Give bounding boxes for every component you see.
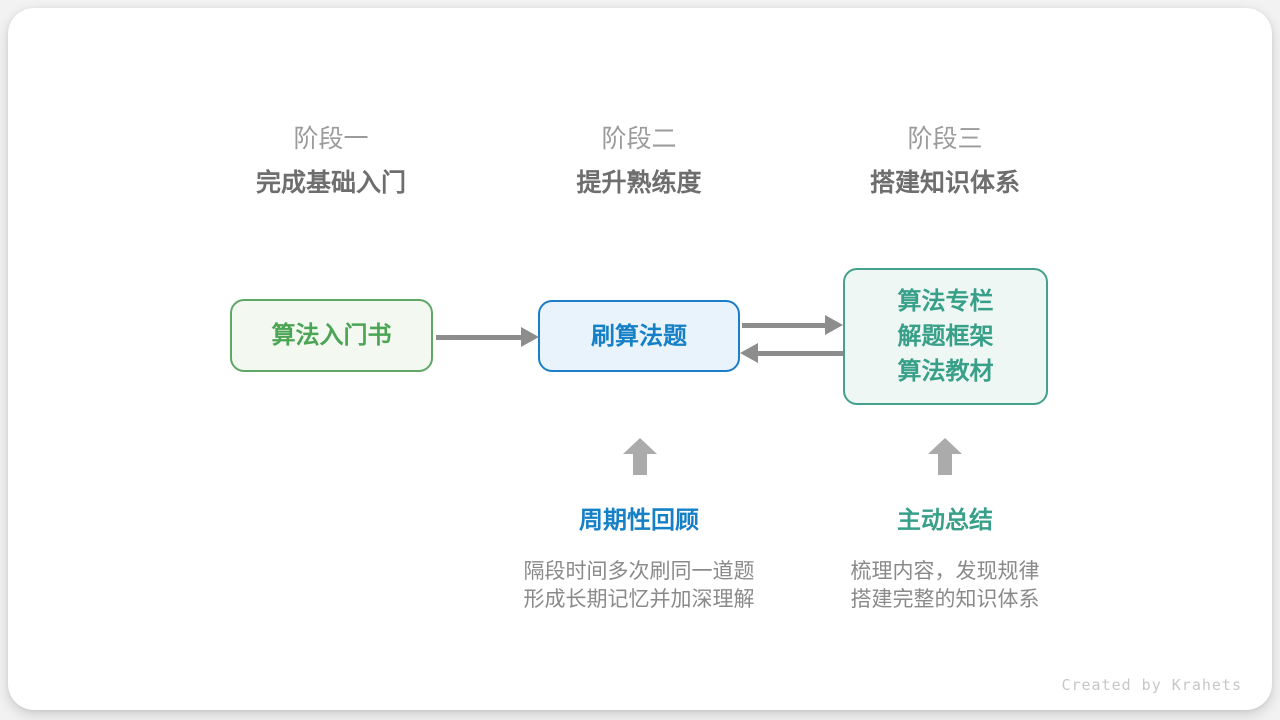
arrow-up-stem (633, 453, 647, 475)
stage-header-3: 阶段三 搭建知识体系 (795, 122, 1095, 200)
annotation-active-summary-title: 主动总结 (897, 507, 993, 534)
stage-1-label: 阶段一 (293, 125, 369, 153)
arrow-node1-to-node2-line (436, 335, 522, 340)
credit-text: Created by Krahets (1061, 676, 1242, 694)
node-practice-problems-label: 刷算法题 (591, 322, 687, 350)
node-intro-book: 算法入门书 (230, 299, 433, 372)
desc-line: 搭建完整的知识体系 (850, 588, 1040, 611)
arrow-right-icon (521, 327, 539, 347)
stage-2-subtitle: 提升熟练度 (576, 169, 702, 197)
arrow-left-icon (740, 343, 758, 363)
arrow-node3-to-node2-line (756, 351, 843, 356)
desc-line: 隔段时间多次刷同一道题 (523, 560, 755, 583)
desc-line: 形成长期记忆并加深理解 (523, 588, 755, 611)
annotation-periodic-review-title: 周期性回顾 (579, 507, 699, 534)
stage-2-label: 阶段二 (601, 125, 677, 153)
desc-line: 梳理内容，发现规律 (850, 560, 1040, 583)
node-resources-line-1: 算法专栏 (897, 288, 994, 315)
node-resources-line-3: 算法教材 (897, 358, 994, 385)
arrow-up-icon (928, 438, 962, 454)
stage-3-label: 阶段三 (907, 125, 983, 153)
node-practice-problems: 刷算法题 (538, 300, 740, 372)
arrow-node2-to-node3-line (742, 323, 826, 328)
annotation-active-summary-desc: 梳理内容，发现规律 搭建完整的知识体系 (795, 558, 1095, 614)
diagram-card: 阶段一 完成基础入门 阶段二 提升熟练度 阶段三 搭建知识体系 算法入门书 刷算… (8, 8, 1272, 710)
arrow-right-icon (825, 315, 843, 335)
arrow-up-icon (623, 438, 657, 454)
node-knowledge-resources: 算法专栏 解题框架 算法教材 (843, 268, 1048, 405)
node-intro-book-label: 算法入门书 (271, 322, 392, 349)
stage-1-subtitle: 完成基础入门 (255, 169, 406, 197)
annotation-periodic-review-desc: 隔段时间多次刷同一道题 形成长期记忆并加深理解 (489, 558, 789, 614)
arrow-up-stem (938, 453, 952, 475)
stage-header-2: 阶段二 提升熟练度 (489, 122, 789, 200)
stage-3-subtitle: 搭建知识体系 (869, 169, 1020, 197)
annotation-periodic-review: 周期性回顾 隔段时间多次刷同一道题 形成长期记忆并加深理解 (489, 506, 789, 614)
stage-header-1: 阶段一 完成基础入门 (181, 122, 481, 200)
node-resources-line-2: 解题框架 (897, 323, 994, 350)
annotation-active-summary: 主动总结 梳理内容，发现规律 搭建完整的知识体系 (795, 506, 1095, 614)
